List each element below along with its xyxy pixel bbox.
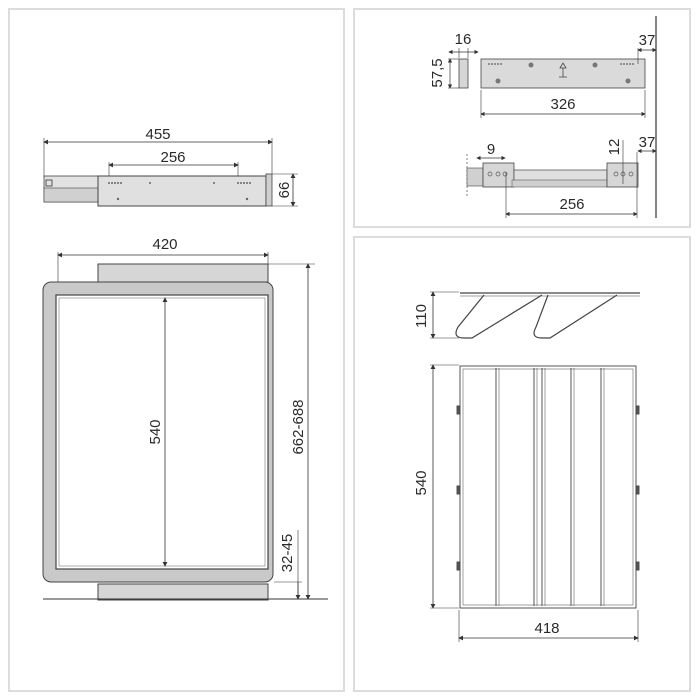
- dim-rack-width: 418: [534, 620, 559, 637]
- bracket-drawing: [447, 16, 657, 218]
- dim-overall-length: 455: [145, 126, 170, 143]
- dim-bracket-length: 326: [550, 96, 575, 113]
- rack-top-view: [456, 365, 640, 609]
- dim-setback: 32-45: [279, 534, 296, 572]
- dim-mounting-offset: 37: [639, 134, 656, 151]
- dim-hole-offset-right: 12: [606, 139, 623, 156]
- bracket-labels: 16 57,5 326 37 9 12 256 37: [429, 31, 656, 213]
- side-view-drawing: [43, 138, 298, 207]
- dim-rack-height: 110: [413, 304, 430, 328]
- dim-depth: 540: [147, 419, 164, 444]
- rack-labels: 110 540 418: [413, 304, 560, 637]
- dim-bracket-thickness: 16: [455, 31, 472, 48]
- dim-mounting-hole-spacing: 256: [559, 196, 584, 213]
- dim-rack-depth: 540: [413, 470, 430, 495]
- dim-hole-spacing: 256: [160, 149, 185, 166]
- top-view-drawing: [42, 252, 328, 601]
- panel-pullout-dimensions: 455 256 66 420: [8, 8, 345, 692]
- dim-bracket-offset: 37: [639, 32, 656, 49]
- rack-drawing: [430, 291, 640, 642]
- dim-bracket-height: 57,5: [429, 58, 446, 87]
- panel-bracket-dimensions: 16 57,5 326 37 9 12 256 37: [353, 8, 691, 228]
- pullout-drawing: 455 256 66 420: [42, 126, 328, 601]
- dim-width: 420: [152, 236, 177, 253]
- rack-side-profile: [455, 292, 640, 339]
- panel-rack-dimensions: 110 540 418: [353, 236, 691, 692]
- dim-cabinet-depth: 662-688: [290, 399, 307, 454]
- dim-rail-height: 66: [276, 182, 293, 199]
- dim-hole-offset-left: 9: [487, 141, 495, 158]
